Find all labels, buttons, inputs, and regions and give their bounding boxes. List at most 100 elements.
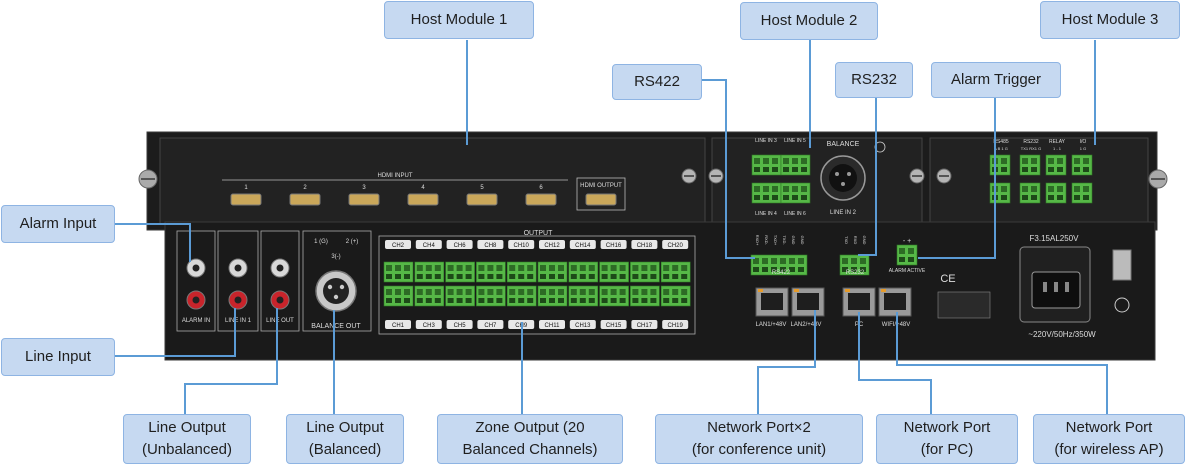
- terminal-hole: [798, 267, 804, 272]
- terminal-screw: [762, 258, 768, 264]
- channel-label-top: CH2: [392, 243, 405, 249]
- terminal-screw: [527, 265, 534, 271]
- terminal-hole: [783, 195, 789, 200]
- hdmi-output-label: HDMI OUTPUT: [580, 183, 622, 189]
- hdmi-input-port: [289, 193, 321, 206]
- terminal-screw: [619, 289, 626, 295]
- terminal-screw: [663, 289, 670, 295]
- channel-label-top: CH18: [637, 243, 653, 249]
- leader-line: [184, 308, 278, 414]
- terminal-hole: [518, 274, 525, 279]
- channel-label-top: CH20: [668, 243, 684, 249]
- terminal-hole: [663, 274, 670, 279]
- module3-port-label: RS485: [993, 139, 1009, 145]
- terminal-hole: [588, 274, 595, 279]
- terminal-hole: [792, 195, 798, 200]
- rca-jack-white-center: [192, 264, 200, 272]
- leader-line: [858, 312, 932, 414]
- terminal-screw: [509, 265, 516, 271]
- warning-label: [937, 291, 991, 319]
- terminal-hole: [672, 298, 679, 303]
- terminal-screw: [447, 265, 454, 271]
- terminal-hole: [395, 274, 401, 279]
- terminal-hole: [1031, 195, 1037, 200]
- power-pin: [1054, 282, 1058, 292]
- callout-rs422: RS422: [612, 64, 702, 100]
- callout-alarm-input: Alarm Input: [1, 205, 115, 243]
- callout-network-port-conference: Network Port×2 (for conference unit): [655, 414, 863, 464]
- terminal-hole: [1057, 195, 1063, 200]
- terminal-screw: [771, 258, 777, 264]
- terminal-screw: [763, 186, 769, 192]
- terminal-screw: [549, 265, 555, 271]
- module3-port-label: RS232: [1023, 139, 1039, 145]
- alarm-pm-label: - +: [903, 238, 911, 245]
- terminal-hole: [540, 274, 546, 279]
- channel-tag-top: [446, 240, 473, 249]
- terminal-hole: [801, 167, 807, 172]
- terminal-screw: [496, 289, 503, 295]
- terminal-screw: [465, 265, 472, 271]
- balance-out-xlr-inner: [323, 278, 349, 304]
- terminal-screw: [1057, 186, 1063, 192]
- hdmi-port-number: 1: [244, 185, 248, 191]
- terminal-screw: [558, 265, 564, 271]
- channel-label-top: CH6: [454, 243, 467, 249]
- terminal-hole: [496, 274, 503, 279]
- terminal-screw: [899, 248, 905, 254]
- terminal-screw: [1083, 186, 1089, 192]
- terminal-hole: [754, 167, 760, 172]
- terminal-hole: [558, 298, 564, 303]
- hdmi-input-label: HDMI INPUT: [378, 173, 413, 179]
- terminal-hole: [899, 257, 905, 262]
- callout-host-module-1: Host Module 1: [384, 1, 534, 39]
- line-in-1-label: LINE IN 1: [225, 318, 252, 324]
- terminal-hole: [496, 298, 503, 303]
- terminal-hole: [579, 298, 586, 303]
- terminal-screw: [588, 289, 595, 295]
- terminal-screw: [416, 289, 423, 295]
- channel-label-bottom: CH17: [637, 323, 653, 329]
- channel-label-bottom: CH19: [668, 323, 684, 329]
- rs422-pin-label: RXD+: [755, 235, 760, 246]
- hdmi-input-port: [230, 193, 262, 206]
- channel-label-bottom: CH13: [575, 323, 591, 329]
- terminal-screw: [478, 289, 485, 295]
- xlr-pin: [333, 294, 339, 300]
- terminal-hole: [1022, 167, 1028, 172]
- terminal-screw: [1048, 186, 1054, 192]
- terminal-hole: [601, 298, 608, 303]
- terminal-hole: [404, 274, 410, 279]
- terminal-screw: [558, 289, 564, 295]
- terminal-screw: [610, 265, 617, 271]
- xlr-line-in-2-inner: [829, 164, 857, 192]
- terminal-hole: [641, 274, 648, 279]
- terminal-screw: [780, 258, 786, 264]
- channel-tag-bottom: [600, 320, 627, 329]
- callout-rs232: RS232: [835, 62, 913, 98]
- terminal-hole: [641, 298, 648, 303]
- terminal-screw: [527, 289, 534, 295]
- line-in-3-label: LINE IN 3: [755, 138, 777, 144]
- callout-zone-output: Zone Output (20 Balanced Channels): [437, 414, 623, 464]
- terminal-screw: [395, 265, 401, 271]
- terminal-hole: [1048, 195, 1054, 200]
- leader-line: [702, 79, 755, 259]
- line-in-2-label: LINE IN 2: [830, 210, 857, 216]
- power-pin: [1043, 282, 1047, 292]
- channel-tag-bottom: [569, 320, 596, 329]
- module3-pin-label: 1 G: [1080, 146, 1086, 151]
- terminal-hole: [1048, 167, 1054, 172]
- terminal-hole: [753, 267, 759, 272]
- terminal-screw: [610, 289, 617, 295]
- terminal-screw: [1022, 158, 1028, 164]
- terminal-hole: [632, 274, 639, 279]
- line-in-4-label: LINE IN 4: [755, 211, 777, 217]
- terminal-screw: [386, 289, 392, 295]
- alarm-active-label: ALARM ACTIVE: [889, 268, 926, 274]
- callout-line-output-balanced: Line Output (Balanced): [286, 414, 404, 464]
- terminal-hole: [783, 167, 789, 172]
- hdmi-port-number: 5: [480, 185, 484, 191]
- terminal-screw: [540, 289, 546, 295]
- terminal-screw: [851, 258, 857, 264]
